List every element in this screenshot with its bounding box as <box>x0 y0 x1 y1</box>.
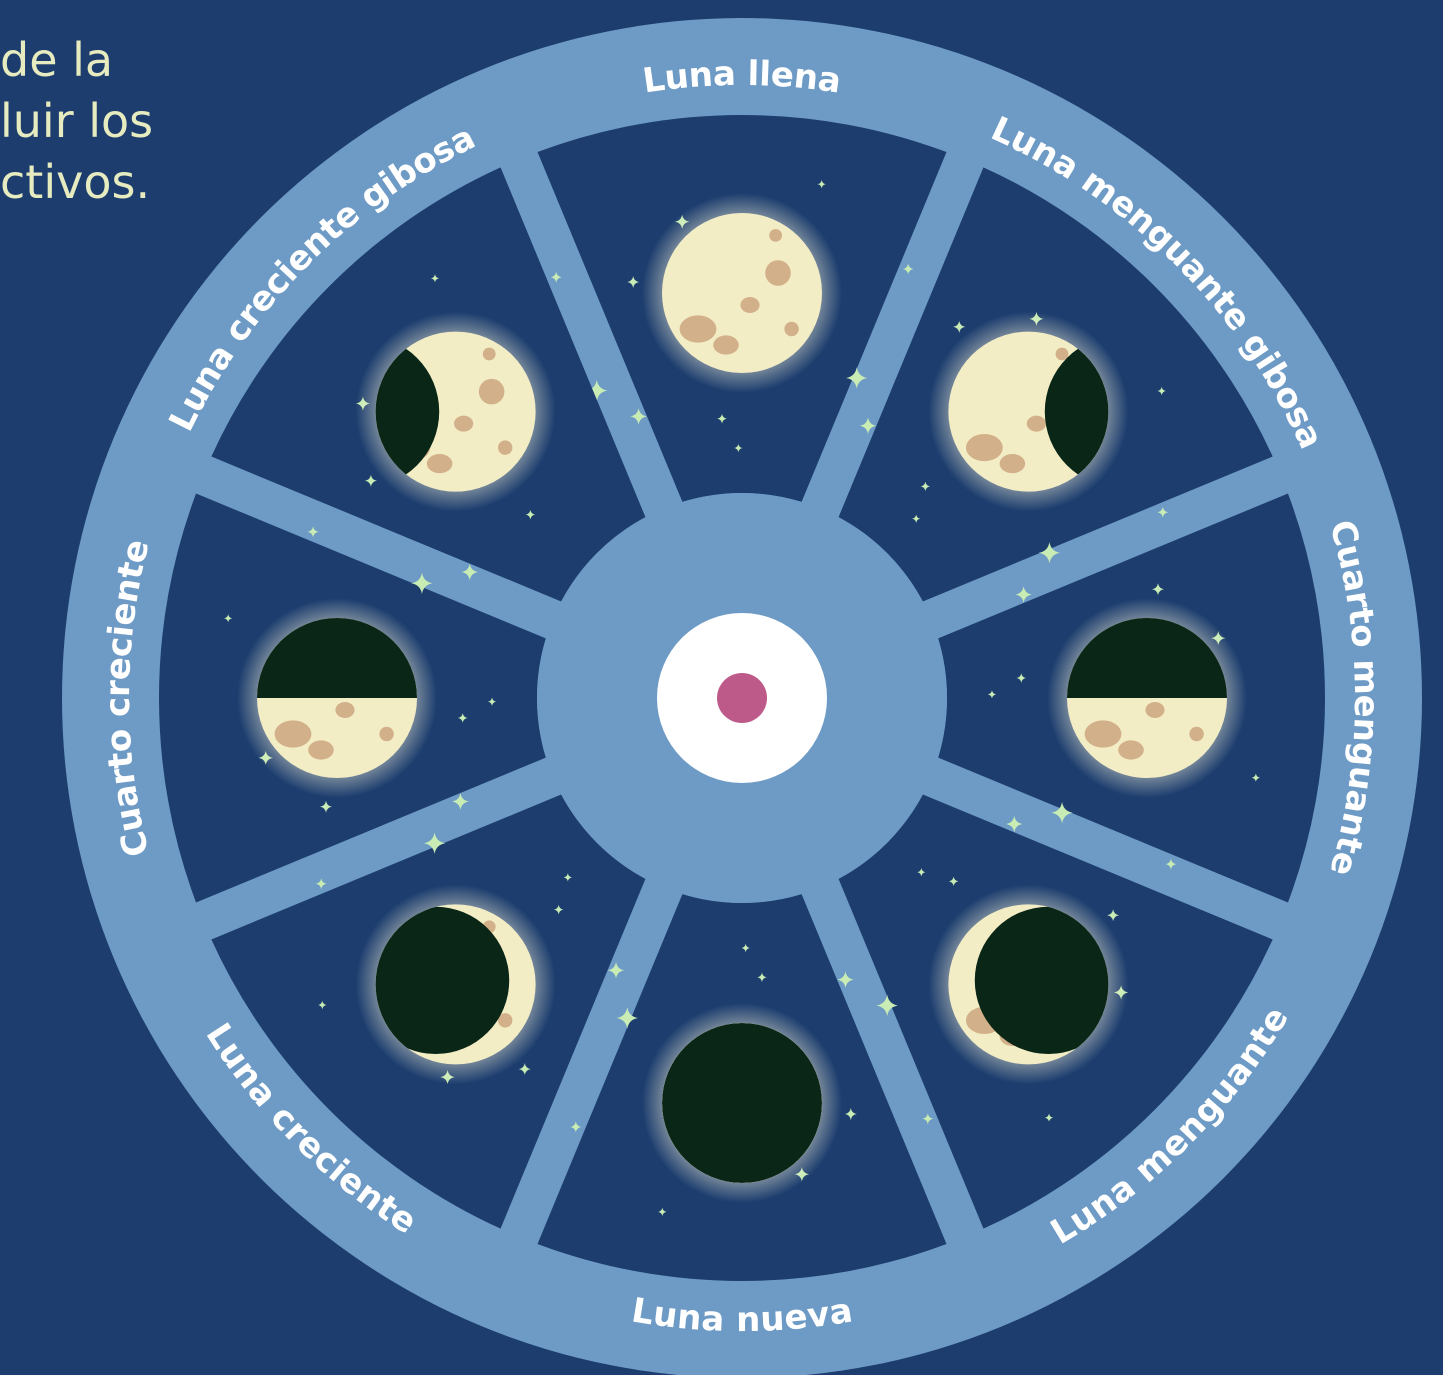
sparkle-star-icon <box>586 379 608 402</box>
moon-icon <box>237 598 437 798</box>
sparkle-star-icon <box>1165 858 1177 870</box>
moon-icon <box>1047 598 1247 798</box>
sparkle-star-icon <box>917 867 926 877</box>
moon-icon <box>928 884 1129 1085</box>
label-luna-llena: Luna llena <box>640 53 844 101</box>
sparkle-star-icon <box>1015 586 1033 603</box>
sparkle-star-icon <box>741 943 750 953</box>
sparkle-star-icon <box>1044 1113 1054 1122</box>
sparkle-star-icon <box>837 971 854 989</box>
moon-icon <box>355 884 556 1085</box>
sparkle-star-icon <box>461 563 479 581</box>
sparkle-star-icon <box>717 413 727 424</box>
sparkle-star-icon <box>487 697 497 706</box>
moon-icon <box>355 311 556 512</box>
sparkle-star-icon <box>1107 909 1120 922</box>
sparkle-star-icon <box>607 961 625 979</box>
sparkle-star-icon <box>1157 506 1169 518</box>
sparkle-star-icon <box>553 904 564 915</box>
moon-icon <box>642 1003 842 1203</box>
sparkle-star-icon <box>859 417 877 435</box>
sparkle-star-icon <box>318 1000 327 1010</box>
sparkle-star-icon <box>1038 542 1061 564</box>
moon-icon <box>928 311 1129 512</box>
sparkle-star-icon <box>876 994 898 1017</box>
center-dot-icon <box>717 673 767 723</box>
sparkle-star-icon <box>307 526 319 538</box>
sparkle-star-icon <box>953 320 966 333</box>
sparkle-star-icon <box>845 367 868 389</box>
phase-sector-luna-creciente-gibosa <box>211 167 647 706</box>
sparkle-star-icon <box>1152 583 1165 596</box>
sparkle-star-icon <box>911 514 921 523</box>
sparkle-star-icon <box>920 481 931 492</box>
phase-sector-luna-menguante-gibosa <box>734 167 1273 603</box>
sparkle-star-icon <box>570 1121 582 1133</box>
sparkle-star-icon <box>922 1113 934 1125</box>
sparkle-star-icon <box>757 972 767 983</box>
sparkle-star-icon <box>817 179 826 189</box>
sparkle-star-icon <box>948 876 959 887</box>
sparkle-star-icon <box>902 263 914 275</box>
sparkle-star-icon <box>518 1063 531 1076</box>
intro-text: de la luir los ctivos. <box>0 33 154 209</box>
sparkle-star-icon <box>563 873 573 882</box>
phase-sector-luna-nueva <box>537 867 947 1281</box>
sparkle-star-icon <box>734 443 743 453</box>
moon-icon <box>642 193 842 393</box>
sparkle-star-icon <box>423 832 446 854</box>
sparkle-star-icon <box>844 1108 857 1121</box>
sparkle-star-icon <box>987 690 997 699</box>
sparkle-star-icon <box>319 800 332 813</box>
sparkle-star-icon <box>1251 773 1261 782</box>
sparkle-star-icon <box>1051 801 1073 824</box>
sparkle-star-icon <box>430 274 440 283</box>
sparkle-star-icon <box>364 474 377 487</box>
sparkle-star-icon <box>658 1207 667 1217</box>
phase-sector-cuarto-creciente <box>158 493 573 903</box>
phase-sector-luna-menguante <box>837 690 1273 1229</box>
phase-sector-luna-creciente <box>211 793 750 1229</box>
sparkle-star-icon <box>1005 815 1023 833</box>
sparkle-star-icon <box>1157 386 1166 396</box>
sparkle-star-icon <box>1016 673 1027 683</box>
sparkle-star-icon <box>315 878 327 890</box>
sparkle-star-icon <box>550 271 562 283</box>
sparkle-star-icon <box>525 509 536 520</box>
sparkle-star-icon <box>616 1007 639 1029</box>
sparkle-star-icon <box>627 275 640 288</box>
sparkle-star-icon <box>630 407 647 425</box>
phase-sector-luna-llena <box>537 115 947 529</box>
sparkle-star-icon <box>411 572 433 595</box>
sparkle-star-icon <box>451 793 469 810</box>
phase-sector-cuarto-menguante <box>911 493 1325 903</box>
sparkle-star-icon <box>457 713 468 723</box>
sparkle-star-icon <box>223 614 233 623</box>
